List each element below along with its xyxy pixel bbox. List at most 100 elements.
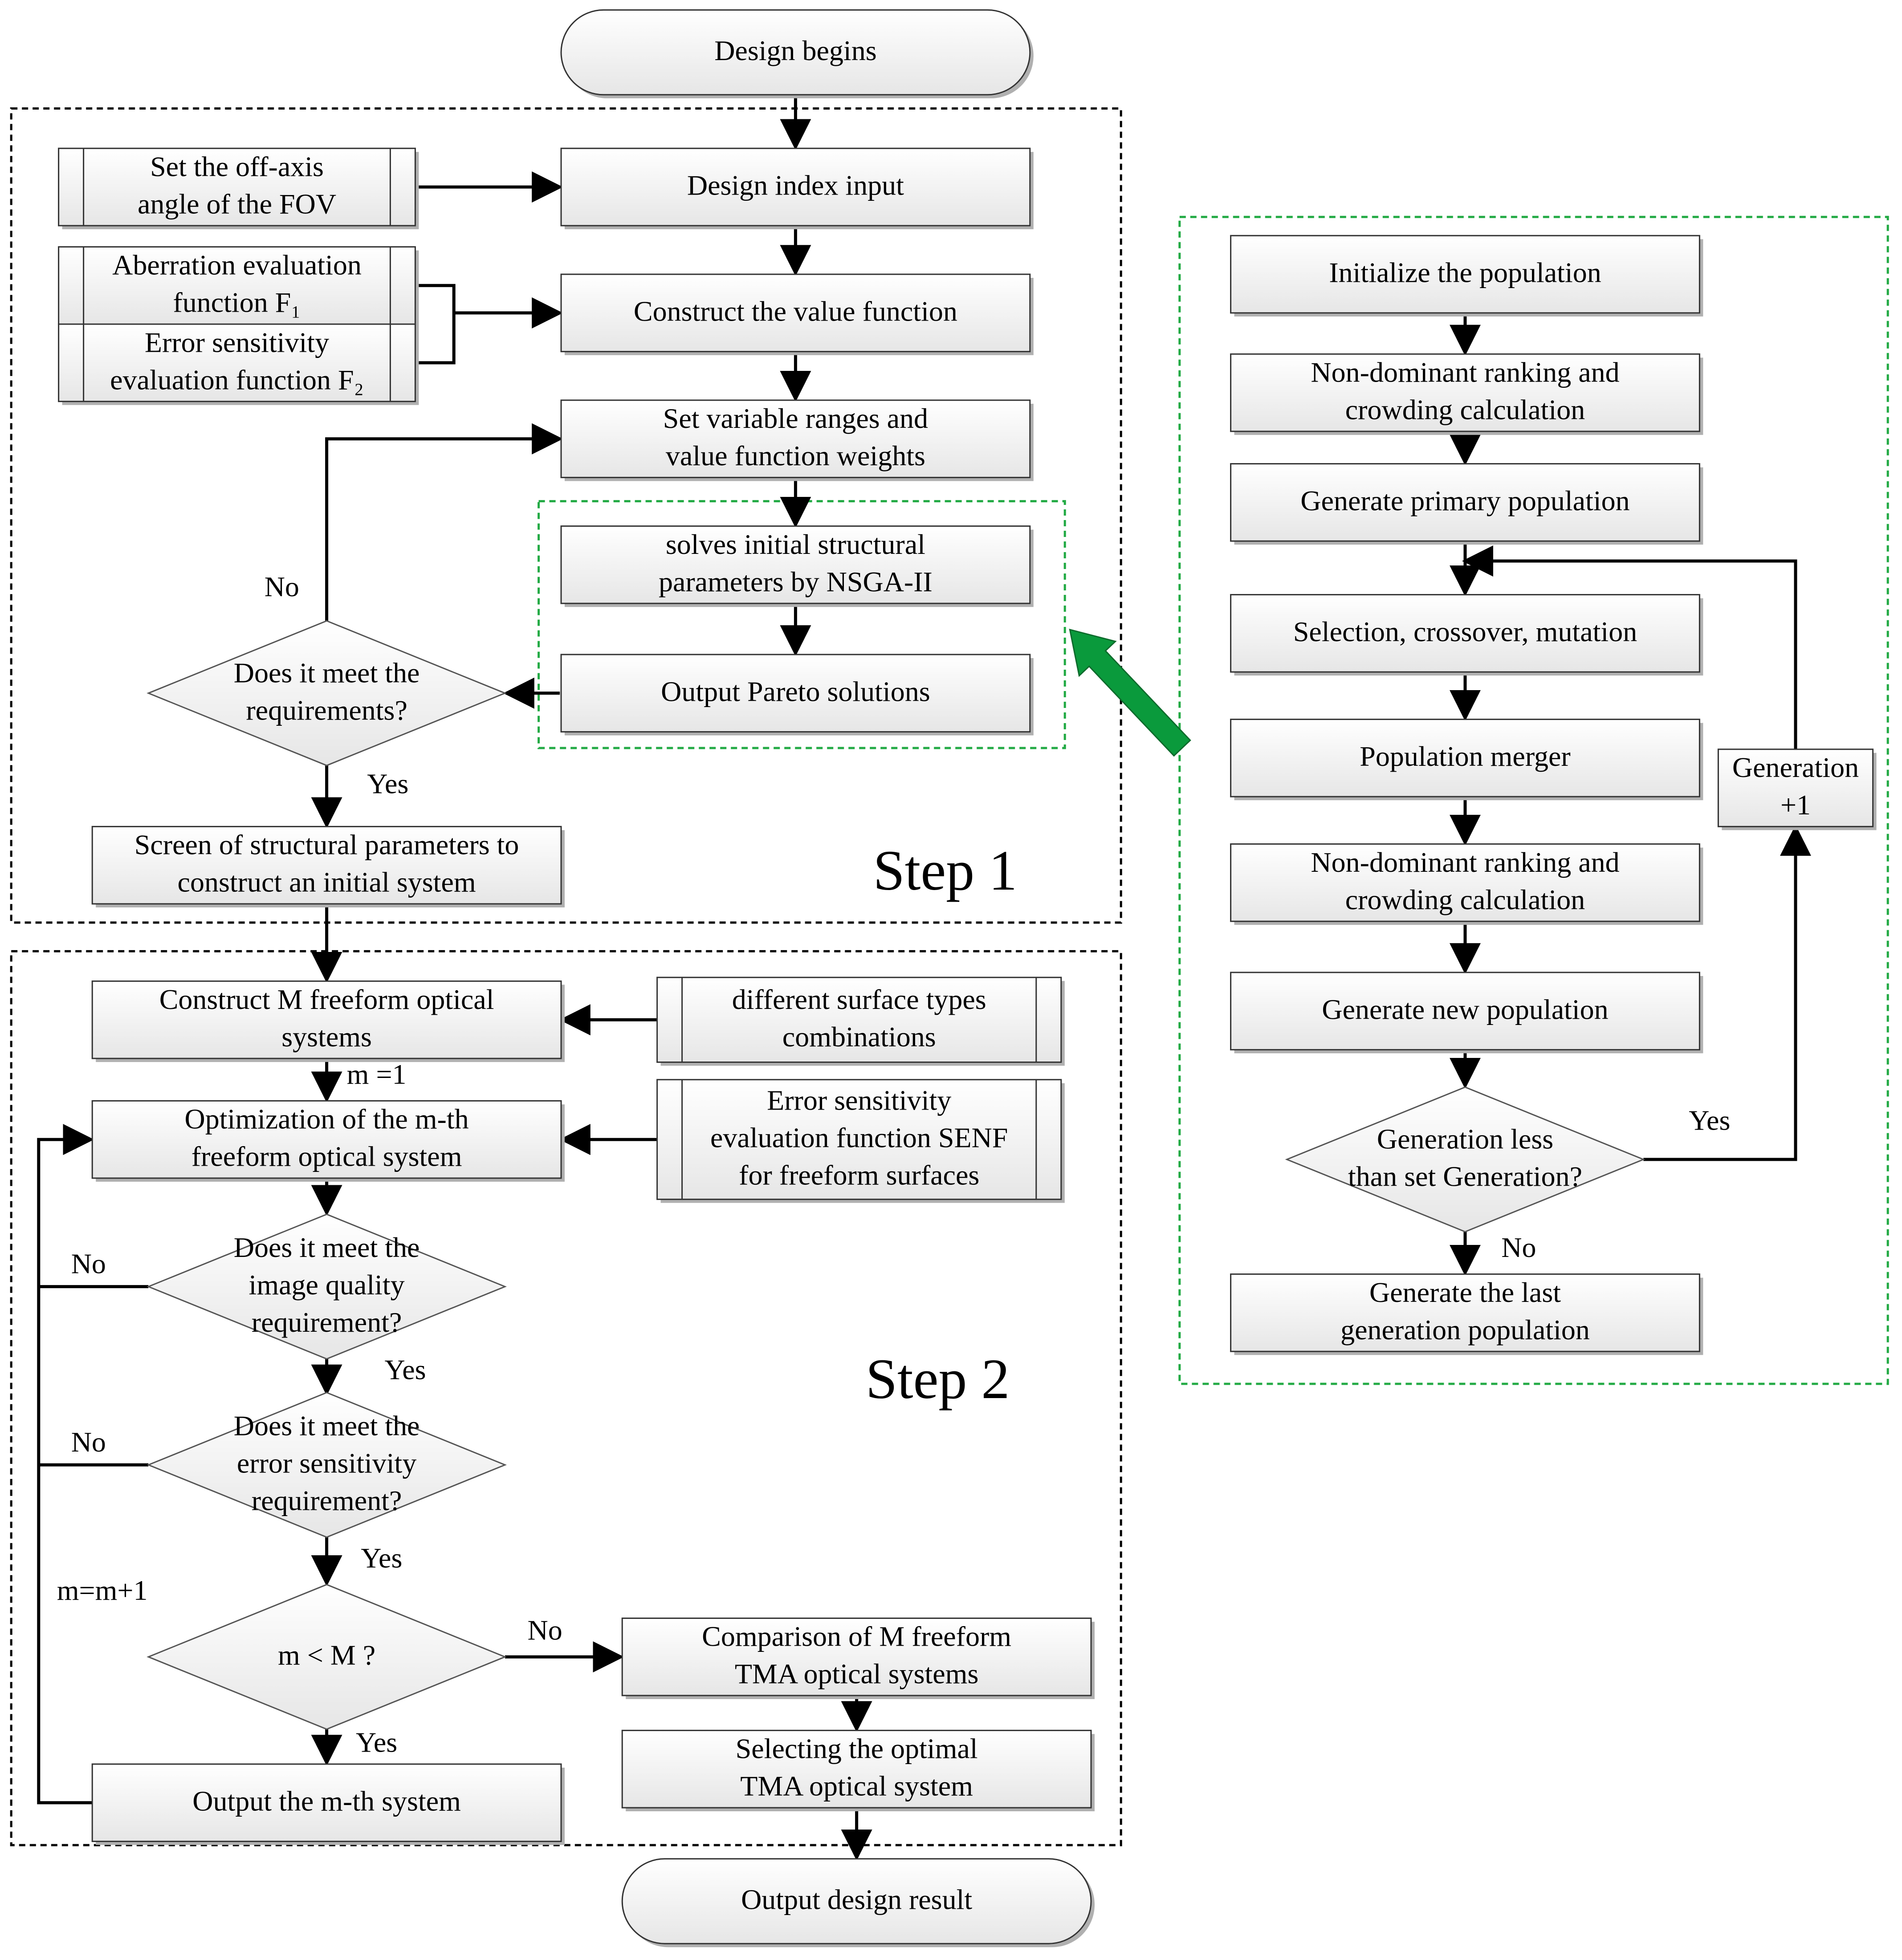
m-less-M-node: m < M ? xyxy=(147,1584,507,1730)
big-green-arrow-icon xyxy=(1069,628,1191,757)
selecting-rect xyxy=(621,1729,1092,1809)
gen_last-rect xyxy=(1230,1273,1700,1352)
nsga-text-1: solves initial structural xyxy=(666,529,925,560)
selection-text-1: Selection, crossover, mutation xyxy=(1293,616,1637,647)
design-begins-node: Design begins xyxy=(560,9,1034,98)
design_index_input-rect xyxy=(560,147,1031,227)
step1-label: Step 1 xyxy=(873,839,1018,902)
error-sens-text-1: Error sensitivity xyxy=(145,326,329,358)
edge-bracket xyxy=(415,284,456,365)
screen-text-2: construct an initial system xyxy=(178,866,476,898)
edge-label-no-es: No xyxy=(71,1426,106,1458)
surface-types-text-1: different surface types xyxy=(732,984,986,1015)
design_begins-rect xyxy=(560,9,1031,96)
nsga-detail-frame xyxy=(1178,216,1889,1385)
err-req-node: Does it meet the error sensitivity require… xyxy=(147,1391,507,1538)
edge-label-yes-mM: Yes xyxy=(356,1727,397,1758)
output-result-node: Output design result xyxy=(621,1858,1095,1948)
set-offaxis-text-1: Set the off-axis xyxy=(150,150,324,182)
output_mth-rect xyxy=(91,1763,562,1842)
gen-primary-text-1: Generate primary population xyxy=(1300,485,1629,516)
err-req-text-3: requirement? xyxy=(252,1484,402,1516)
error-sens-text-2: evaluation function F₂ xyxy=(110,364,364,395)
output_result-rect xyxy=(621,1858,1092,1944)
image-quality-text-2: image quality xyxy=(249,1269,405,1301)
edge-loop-back xyxy=(37,1124,94,1805)
gen_plus-rect xyxy=(1717,748,1874,827)
edge-label-mm1: m=m+1 xyxy=(57,1574,148,1606)
err_req-diamond xyxy=(147,1391,507,1538)
init_pop-rect xyxy=(1230,235,1700,314)
m_less_M-diamond xyxy=(147,1584,507,1730)
nondom2-rect xyxy=(1230,843,1700,922)
gen-last-text-1: Generate the last xyxy=(1369,1277,1561,1308)
err-req-text-2: error sensitivity xyxy=(237,1447,416,1479)
gen-last-node: Generate the last generation population xyxy=(1230,1273,1703,1355)
screen-text-1: Screen of structural parameters to xyxy=(134,829,519,861)
image-quality-text-1: Does it meet the xyxy=(234,1232,420,1263)
output-mth-node: Output the m-th system xyxy=(91,1763,565,1845)
step2-frame xyxy=(10,950,1122,1846)
output-mth-text-1: Output the m-th system xyxy=(192,1785,461,1817)
optimization-text-1: Optimization of the m-th xyxy=(185,1103,469,1135)
nsga-node: solves initial structural parameters by N… xyxy=(560,525,1034,607)
merger-rect xyxy=(1230,719,1700,797)
output-result-text-1: Output design result xyxy=(741,1883,972,1915)
senf-rect xyxy=(656,1079,1062,1200)
construct_M-rect xyxy=(91,980,562,1059)
nsga-text-2: parameters by NSGA-II xyxy=(659,566,933,598)
err-req-text-1: Does it meet the xyxy=(234,1410,420,1441)
comparison-text-1: Comparison of M freeform xyxy=(702,1621,1011,1652)
comparison-text-2: TMA optical systems xyxy=(735,1658,979,1690)
construct-value-text-1: Construct the value function xyxy=(634,295,957,327)
image-quality-text-3: requirement? xyxy=(252,1306,402,1338)
aberration-text-2: function F₁ xyxy=(173,287,301,318)
gen-new-node: Generate new population xyxy=(1230,972,1703,1053)
edge-plus-selection xyxy=(1462,545,1797,749)
selecting-text-1: Selecting the optimal xyxy=(736,1733,978,1765)
init-pop-text-1: Initialize the population xyxy=(1329,256,1601,288)
edge-label-m1: m =1 xyxy=(347,1058,407,1090)
error-sens-node: Error sensitivity evaluation function F₂ xyxy=(58,323,419,405)
nsga-highlight-frame xyxy=(538,500,1066,749)
nsga-rect xyxy=(560,525,1031,604)
edge-genless-yes-plus xyxy=(1643,825,1811,1161)
edge-label-yes-es: Yes xyxy=(361,1542,402,1574)
nondom1-rect xyxy=(1230,353,1700,432)
construct_value-rect xyxy=(560,273,1031,353)
senf-text-1: Error sensitivity xyxy=(767,1085,951,1116)
gen-last-text-2: generation population xyxy=(1340,1314,1590,1346)
gen-primary-node: Generate primary population xyxy=(1230,463,1703,545)
error_sens-rect xyxy=(58,323,416,403)
meet_req-diamond xyxy=(147,620,507,766)
comparison-rect xyxy=(621,1617,1092,1696)
set_ranges-rect xyxy=(560,399,1031,478)
edge-label-no-mM: No xyxy=(527,1614,562,1646)
aberration-text-1: Aberration evaluation xyxy=(112,249,362,281)
image_quality-diamond xyxy=(147,1213,507,1360)
design-begins-text-1: Design begins xyxy=(714,35,876,66)
design-index-input-node: Design index input xyxy=(560,147,1034,229)
gen_new-rect xyxy=(1230,972,1700,1051)
m-less-M-text-1: m < M ? xyxy=(278,1639,375,1671)
gen-plus-text-1: Generation xyxy=(1732,752,1859,783)
pareto-node: Output Pareto solutions xyxy=(560,654,1034,736)
pareto-text-1: Output Pareto solutions xyxy=(661,675,930,707)
meet-req-text-2: requirements? xyxy=(246,694,407,726)
edge-label-no-iq: No xyxy=(71,1248,106,1279)
senf-text-2: evaluation function SENF xyxy=(710,1122,1008,1154)
edge-label-no-req: No xyxy=(265,571,299,602)
senf-node: Error sensitivity evaluation function SEN… xyxy=(656,1079,1065,1203)
aberration-node: Aberration evaluation function F₁ xyxy=(58,246,419,328)
